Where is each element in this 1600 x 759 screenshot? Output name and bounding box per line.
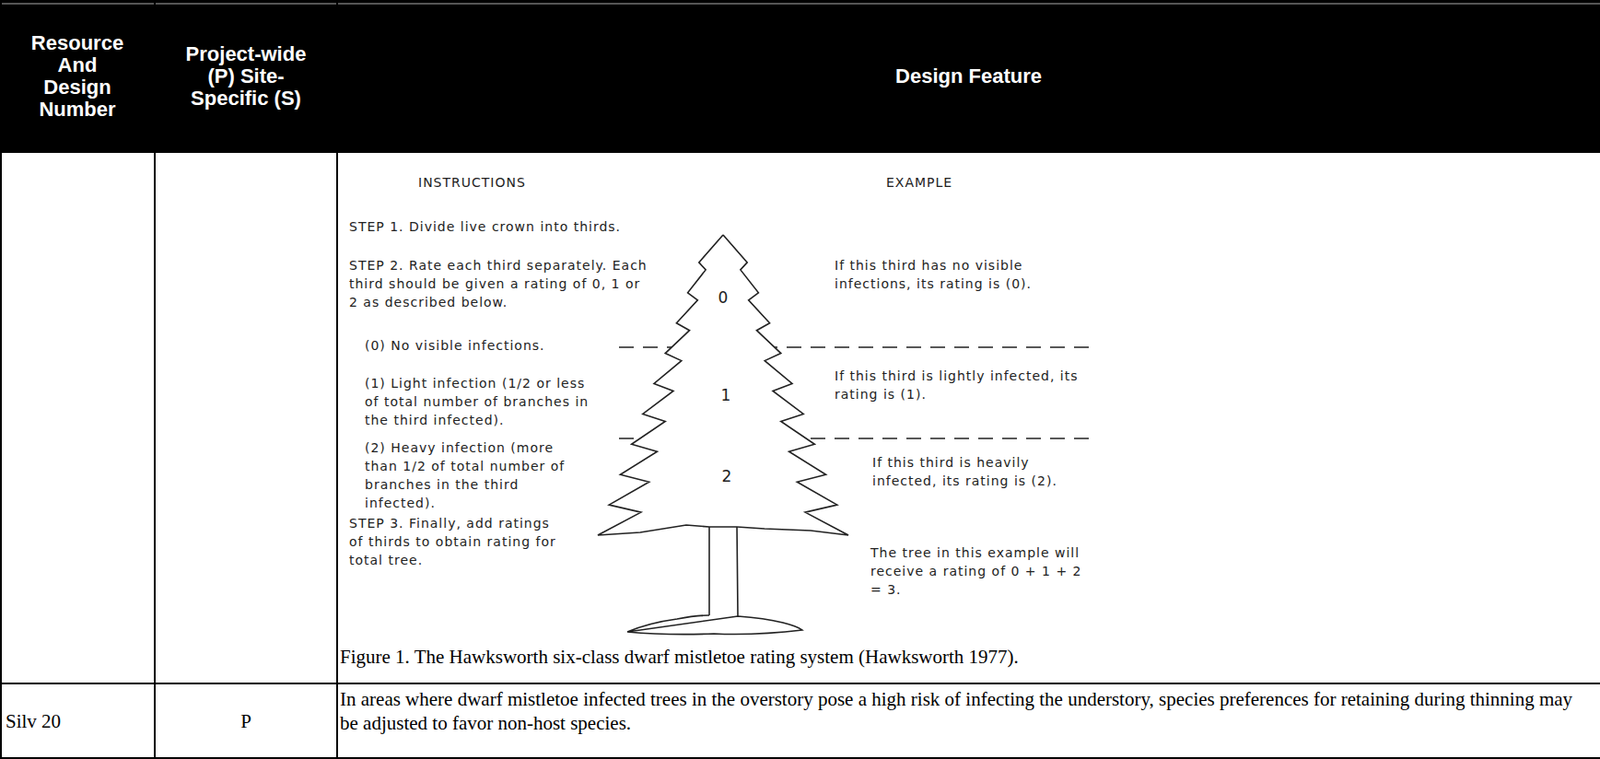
table-cell: P [156,709,336,734]
rating-class: (1) Light infection (1/2 or less of tota… [364,373,603,430]
header-cell: Project-wide (P) Site- Specific (S) [180,43,312,110]
tree-trunk [709,525,738,617]
instruction-step: STEP 1. Divide live crown into thirds. [349,217,654,236]
header-cell: Resource And Design Number [23,32,131,121]
ground-mound [627,615,803,635]
header-rule [0,2,1600,5]
rating-class: (2) Heavy infection (more than 1/2 of to… [364,438,586,513]
third-rating: 0 [712,288,734,307]
rating-class: (0) No visible infections. [364,336,605,355]
header-cell: Design Feature [337,65,1600,88]
example-note: If this third is heavily infected, its r… [872,453,1085,491]
figure-caption: Figure 1. The Hawksworth six-class dwarf… [339,644,1593,669]
header-band [0,0,1600,153]
example-note: The tree in this example will receive a … [870,543,1092,599]
third-rating: 1 [715,385,736,405]
third-rating: 2 [716,467,737,486]
example-note: If this third has no visible infections,… [834,256,1088,293]
instruction-step: STEP 3. Finally, add ratings of thirds t… [349,513,561,570]
tree-illustration [597,234,1093,635]
table-cell: Silv 20 [5,709,152,734]
figure-heading: INSTRUCTIONS [418,173,603,192]
table-cell: In areas where dwarf mistletoe infected … [339,687,1595,736]
instruction-step: STEP 2. Rate each third separately. Each… [349,256,649,312]
example-note: If this third is lightly infected, its r… [834,366,1093,404]
figure-heading: EXAMPLE [886,173,1071,192]
